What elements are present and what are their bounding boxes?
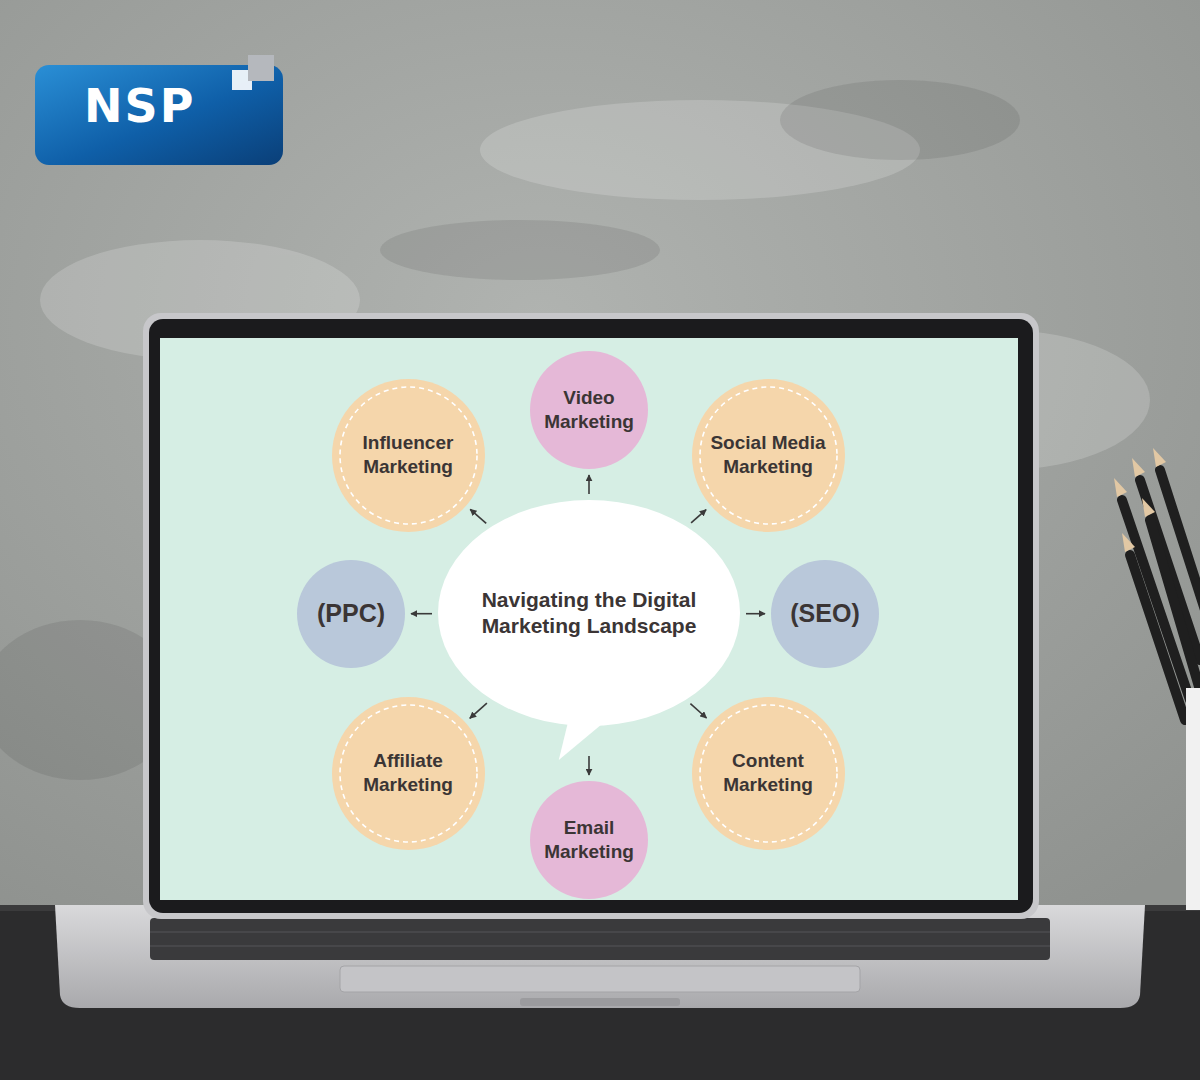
node-label: Affiliate Marketing bbox=[345, 749, 471, 797]
connector-arrow bbox=[470, 703, 487, 718]
topic-circle: Affiliate Marketing bbox=[332, 697, 485, 850]
circle-outline bbox=[692, 697, 845, 850]
connector-arrow bbox=[690, 704, 706, 718]
node-label: (PPC) bbox=[317, 598, 385, 629]
trackpad bbox=[340, 966, 860, 992]
node-label: Social Media Marketing bbox=[705, 431, 831, 479]
circle-outline bbox=[530, 351, 648, 469]
node-label: Navigating the Digital Marketing Landsca… bbox=[464, 587, 714, 640]
speech-bubble: Navigating the Digital Marketing Landsca… bbox=[438, 500, 740, 726]
node-label: (SEO) bbox=[790, 598, 859, 629]
circle-outline bbox=[332, 379, 485, 532]
keyboard bbox=[150, 918, 1050, 960]
topic-circle: Video Marketing bbox=[530, 351, 648, 469]
connector-arrow bbox=[746, 613, 765, 615]
circle-outline bbox=[530, 781, 648, 899]
node-label: Email Marketing bbox=[542, 816, 636, 864]
circle-outline bbox=[692, 379, 845, 532]
topic-circle: Social Media Marketing bbox=[692, 379, 845, 532]
topic-circle: (SEO) bbox=[771, 560, 879, 668]
connector-arrow bbox=[470, 509, 486, 523]
topic-circle: Content Marketing bbox=[692, 697, 845, 850]
connector-arrow bbox=[411, 613, 432, 615]
laptop-lid bbox=[143, 313, 1039, 919]
screen bbox=[160, 338, 1018, 900]
laptop-base bbox=[55, 905, 1145, 1008]
node-label: Content Marketing bbox=[705, 749, 831, 797]
connector-arrow bbox=[588, 756, 590, 775]
pencil-cup bbox=[1114, 448, 1200, 910]
connector-arrow bbox=[691, 510, 706, 523]
desk bbox=[0, 905, 1200, 1080]
topic-circle: (PPC) bbox=[297, 560, 405, 668]
logo-badge bbox=[35, 65, 283, 165]
connector-arrow bbox=[588, 475, 590, 494]
logo-text: NSP bbox=[84, 83, 195, 129]
node-label: Video Marketing bbox=[542, 386, 636, 434]
bubble-outline bbox=[438, 500, 740, 726]
topic-circle: Influencer Marketing bbox=[332, 379, 485, 532]
node-label: Influencer Marketing bbox=[345, 431, 471, 479]
circle-outline bbox=[332, 697, 485, 850]
topic-circle: Email Marketing bbox=[530, 781, 648, 899]
